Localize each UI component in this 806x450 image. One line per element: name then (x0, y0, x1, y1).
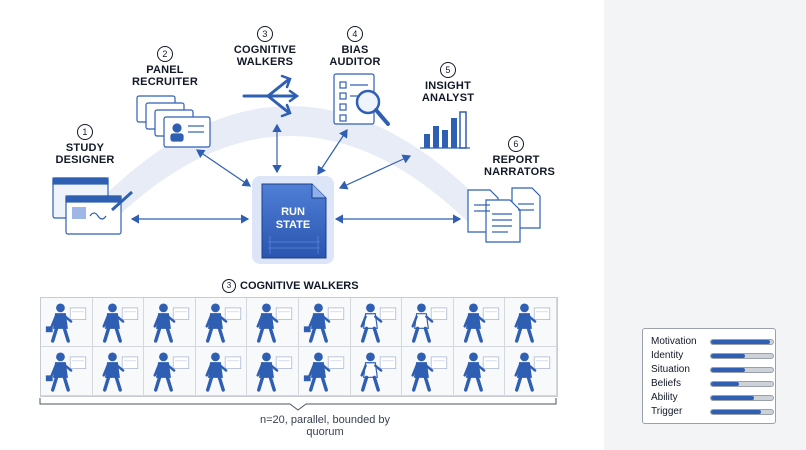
run-state-label: RUN STATE (275, 206, 311, 231)
walker-cell (453, 298, 506, 347)
walker-cell (350, 298, 403, 347)
walker-bracket (39, 398, 557, 411)
walker-cell (505, 298, 557, 347)
walker-figure-icon (102, 303, 138, 343)
walker-grid (40, 297, 558, 397)
walker-cell (402, 347, 454, 396)
walker-cell (298, 298, 351, 347)
walker-figure-icon (360, 352, 396, 392)
connector-panel-recruiter (196, 149, 251, 187)
walker-cell (505, 347, 557, 396)
walker-figure-icon (256, 303, 293, 343)
report-documents-icon (467, 187, 541, 243)
walker-figure-icon (153, 303, 190, 343)
walker-figure-icon (45, 352, 87, 392)
walker-cell (41, 347, 93, 396)
walker-cell (41, 298, 93, 347)
walker-cell (195, 298, 248, 347)
walker-figure-icon (256, 352, 293, 392)
walker-cell (92, 347, 145, 396)
walker-figure-icon (463, 352, 499, 392)
walker-figure-icon (303, 352, 345, 392)
walkers-caption: n=20, parallel, bounded by quorum (260, 414, 390, 438)
walker-figure-icon (411, 303, 448, 343)
walker-cell (92, 298, 145, 347)
bar-chart-icon (420, 111, 470, 149)
connector-insight-analyst (338, 154, 412, 190)
walker-cell (350, 347, 403, 396)
walker-cell (247, 298, 299, 347)
study-designer-icon (52, 177, 134, 235)
walker-figure-icon (205, 303, 241, 343)
walker-cell (453, 347, 506, 396)
walker-cell (144, 298, 196, 347)
walker-figure-icon (153, 352, 190, 392)
walker-figure-icon (205, 352, 241, 392)
run-state-icon (252, 176, 334, 264)
branch-arrows-icon (242, 74, 300, 118)
panel-recruiter-icon (136, 95, 211, 148)
walker-cell (195, 347, 248, 396)
walker-figure-icon (360, 303, 396, 343)
walker-figure-icon (303, 303, 345, 343)
walker-cell (144, 347, 196, 396)
walker-figure-icon (514, 352, 551, 392)
walker-figure-icon (411, 352, 448, 392)
walker-figure-icon (102, 352, 138, 392)
walker-figure-icon (463, 303, 499, 343)
walker-cell (298, 347, 351, 396)
walker-cell (402, 298, 454, 347)
connector-bias-auditor (317, 128, 348, 176)
walker-cell (247, 347, 299, 396)
walker-figure-icon (514, 303, 551, 343)
bias-auditor-icon (333, 73, 390, 126)
walker-figure-icon (45, 303, 87, 343)
persona-attributes-legend: Motivation Identity Situation Beliefs Ab… (642, 328, 776, 424)
